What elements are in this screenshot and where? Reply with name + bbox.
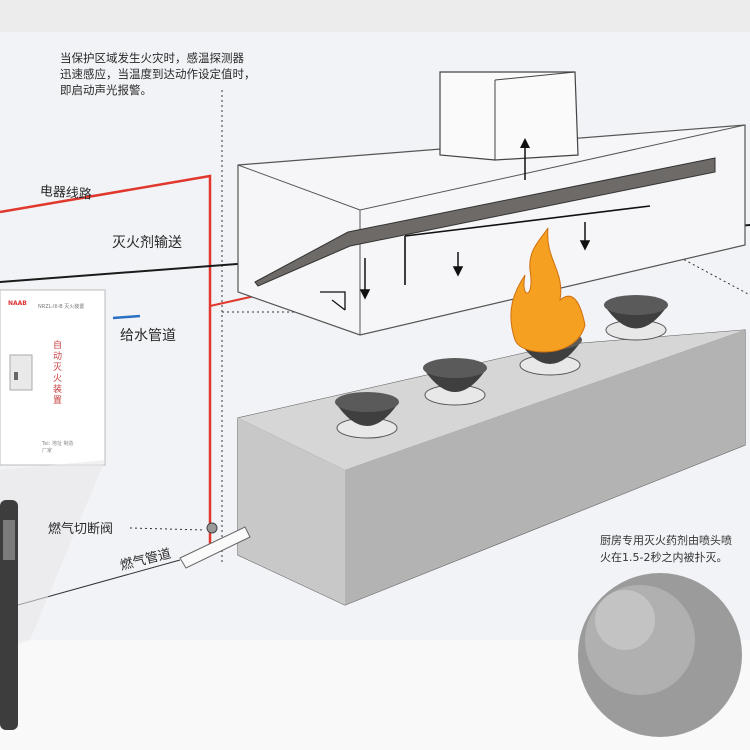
wok-burner-2 bbox=[423, 358, 487, 406]
nozzle-manifold bbox=[404, 205, 651, 285]
spray-note: 厨房专用灭火药剂由喷头喷 火在1.5-2秒之内被扑灭。 bbox=[600, 532, 732, 566]
label-agent-delivery: 灭火剂输送 bbox=[112, 235, 182, 251]
fire-detection-note-line: 当保护区域发生火灾时，感温探测器 bbox=[60, 51, 244, 65]
label-water-pipe: 给水管道 bbox=[120, 328, 176, 344]
control-panel-footer: Tel: 地址 制造 厂家 bbox=[42, 440, 74, 454]
flame-icon bbox=[510, 227, 586, 353]
label-electrical-wiring: 电器线路 bbox=[39, 184, 93, 203]
exhaust-arrow-head bbox=[520, 138, 530, 148]
fire-detection-note: 当保护区域发生火灾时，感温探测器 迅速感应，当温度到达动作设定值时， 即启动声光… bbox=[60, 50, 256, 98]
fire-detection-note-line: 迅速感应，当温度到达动作设定值时， bbox=[60, 67, 256, 81]
spray-note-line: 厨房专用灭火药剂由喷头喷 bbox=[600, 534, 732, 547]
wok-burner-4 bbox=[604, 295, 668, 341]
hood-filter-panel bbox=[254, 157, 716, 287]
water-pipe-marker bbox=[112, 314, 141, 320]
control-panel-brand: NAAB bbox=[8, 300, 27, 307]
gas-pipe bbox=[179, 526, 251, 569]
agent-cylinder-label bbox=[3, 520, 15, 560]
control-panel-model: NRZL-III-B 灭火装置 bbox=[38, 304, 85, 310]
panel-shadow bbox=[0, 460, 105, 650]
wok-burner-1 bbox=[335, 392, 399, 439]
exhaust-duct-edge bbox=[494, 71, 576, 160]
label-gas-shutoff-valve: 燃气切断阀 bbox=[48, 522, 114, 537]
top-background-band bbox=[0, 0, 750, 32]
control-panel-title: 自动灭火装置 bbox=[51, 340, 61, 406]
gas-shutoff-valve bbox=[206, 522, 218, 534]
spray-inset-highlight bbox=[595, 590, 655, 650]
stove-front bbox=[345, 330, 745, 605]
spray-note-line: 火在1.5-2秒之内被扑灭。 bbox=[600, 551, 728, 564]
stove-side bbox=[238, 418, 345, 605]
control-panel-footer-line: Tel: 地址 制造 bbox=[42, 441, 74, 447]
control-panel-lock bbox=[14, 372, 18, 380]
fire-detection-note-line: 即启动声光报警。 bbox=[60, 83, 152, 97]
electrical-wiring-line bbox=[0, 174, 212, 545]
exhaust-duct bbox=[439, 71, 579, 161]
control-panel-footer-line: 厂家 bbox=[42, 448, 53, 454]
control-panel-window bbox=[9, 354, 33, 391]
detector-bracket bbox=[320, 291, 346, 311]
